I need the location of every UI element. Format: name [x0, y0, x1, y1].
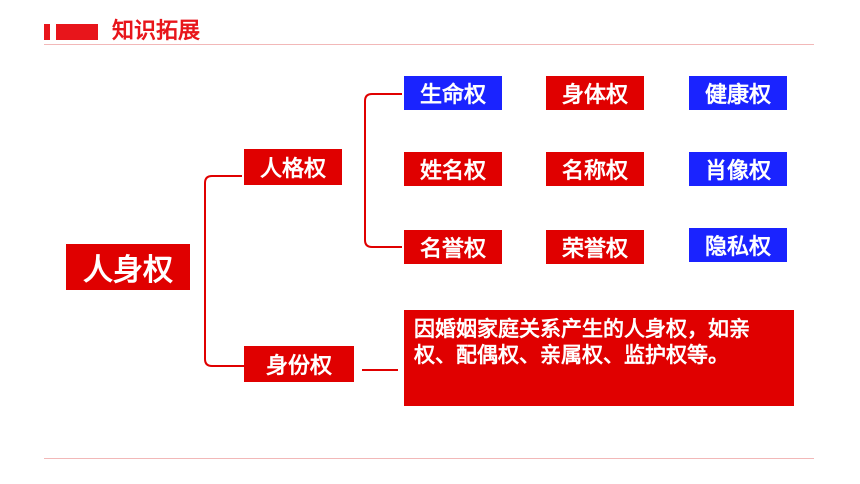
branch-node-personality-rights: 人格权 [244, 149, 342, 185]
leaf-reputation-right: 名誉权 [404, 230, 502, 264]
leaf-privacy-right: 隐私权 [689, 228, 787, 262]
identity-rights-description: 因婚姻家庭关系产生的人身权，如亲权、配偶权、亲属权、监护权等。 [404, 310, 794, 406]
header-bar-small [44, 24, 50, 40]
top-divider [44, 44, 814, 45]
leaf-body-right: 身体权 [546, 76, 644, 110]
personality-bracket [364, 93, 402, 248]
leaf-honor-right: 荣誉权 [546, 230, 644, 264]
leaf-designation-right: 名称权 [546, 152, 644, 186]
leaf-portrait-right: 肖像权 [689, 152, 787, 186]
leaf-name-right: 姓名权 [404, 152, 502, 186]
root-node-personal-rights: 人身权 [66, 244, 190, 290]
page-title: 知识拓展 [112, 19, 201, 44]
branch-node-identity-rights: 身份权 [244, 346, 354, 382]
header-bar-large [56, 24, 98, 40]
leaf-health-right: 健康权 [689, 76, 787, 110]
bottom-divider [44, 458, 814, 459]
leaf-life-right: 生命权 [404, 76, 502, 110]
root-bracket [204, 175, 244, 367]
